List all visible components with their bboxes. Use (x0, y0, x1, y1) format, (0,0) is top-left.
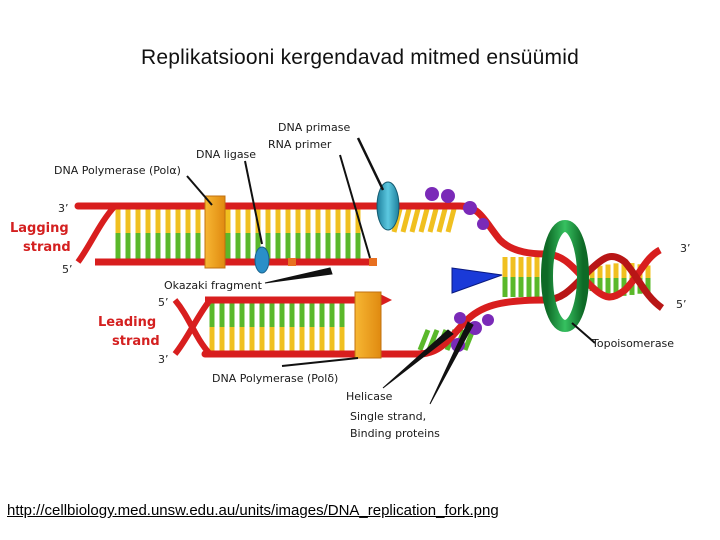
label-lagging-1: Lagging (10, 221, 69, 236)
base-pair (445, 208, 457, 233)
end-5-top: 5’ (62, 263, 73, 276)
label-ssb-2: Binding proteins (350, 427, 440, 440)
rna-primer-1 (288, 258, 296, 266)
leader-lines (186, 137, 596, 405)
base-pair (436, 208, 448, 233)
helicase (451, 267, 503, 294)
leading-template-backbone (201, 296, 549, 358)
polymerase-delta (354, 291, 382, 359)
label-okazaki: Okazaki fragment (164, 279, 263, 292)
label-lagging-2: strand (23, 240, 71, 255)
label-pol-alpha: DNA Polymerase (Polα) (54, 164, 181, 177)
label-dna-ligase: DNA ligase (196, 148, 256, 161)
label-pol-delta: DNA Polymerase (Polδ) (212, 372, 338, 385)
end-3-right: 3’ (680, 242, 691, 255)
label-leading-2: strand (112, 334, 160, 349)
label-topoisomerase: Topoisomerase (591, 337, 674, 350)
parental-helix (544, 246, 665, 311)
dna-ligase (254, 246, 270, 274)
base-pair (409, 208, 421, 233)
leading-helix-left (172, 298, 213, 357)
rna-primer-2 (369, 258, 377, 266)
dna-primase (376, 181, 400, 231)
page-title: Replikatsiooni kergendavad mitmed ensüüm… (141, 46, 579, 69)
label-dna-primase: DNA primase (278, 121, 350, 134)
end-5-right: 5’ (676, 298, 687, 311)
end-3-bottom: 3’ (158, 353, 169, 366)
label-rna-primer: RNA primer (268, 138, 332, 151)
base-pair (427, 208, 439, 233)
end-3-top: 3’ (58, 202, 69, 215)
lagging-helix-left (75, 203, 118, 264)
topoisomerase (541, 220, 589, 332)
base-pair (400, 208, 412, 233)
label-helicase: Helicase (346, 390, 393, 403)
end-5-bottom: 5’ (158, 296, 169, 309)
label-ssb-1: Single strand, (350, 410, 426, 423)
base-pair (418, 208, 430, 233)
polymerase-alpha (204, 195, 226, 269)
label-leading-1: Leading (98, 315, 156, 330)
base-pair (417, 329, 431, 351)
source-link[interactable]: http://cellbiology.med.unsw.edu.au/units… (7, 502, 499, 519)
